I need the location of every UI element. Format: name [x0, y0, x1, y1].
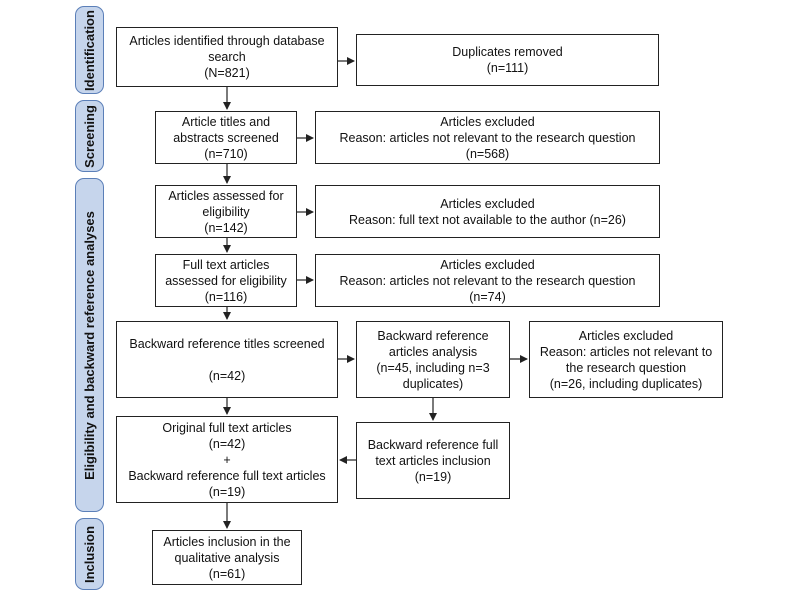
box-excluded-fulltext-line2: Reason: articles not relevant to the res… — [339, 273, 636, 288]
box-excluded-backward-line1: Articles excluded — [578, 328, 674, 343]
box-excluded-fulltext-na-line1: Articles excluded — [440, 196, 535, 211]
box-final: Articles inclusion in the qualitative an… — [152, 530, 302, 585]
box-final-line3: (n=61) — [208, 566, 246, 581]
box-identified-line3: (N=821) — [204, 66, 250, 80]
box-screened-line1: Article titles and — [181, 114, 271, 129]
box-combined: Original full text articles (n=42) + Bac… — [116, 416, 338, 503]
phase-inclusion: Inclusion — [75, 518, 104, 590]
box-backward-analysis-line1: Backward reference — [377, 328, 489, 343]
box-screened-line3: (n=710) — [204, 146, 248, 161]
box-backward-inclusion-line3: (n=19) — [414, 469, 452, 484]
box-fulltext-assessed-line2: assessed for eligibility — [165, 273, 287, 288]
box-screened-line2: abstracts screened — [173, 130, 279, 145]
box-backward-analysis-line2: articles analysis — [388, 344, 478, 359]
box-assessed-line3: (n=142) — [204, 220, 248, 235]
phase-identification: Identification — [75, 6, 104, 94]
box-backward-analysis-line4: duplicates) — [402, 376, 464, 391]
phase-screening: Screening — [75, 100, 104, 172]
box-combined-line2: (n=42) — [208, 436, 246, 451]
box-backward-inclusion-line2: text articles inclusion — [375, 453, 491, 468]
box-excluded-screening-line3: (n=568) — [465, 146, 510, 161]
box-fulltext-assessed-line1: Full text articles — [182, 257, 270, 272]
box-assessed-line1: Articles assessed for — [168, 188, 284, 203]
box-assessed: Articles assessed for eligibility (n=142… — [155, 185, 297, 238]
box-excluded-fulltext-line1: Articles excluded — [440, 257, 535, 272]
box-identified: Articles identified through database sea… — [116, 27, 338, 87]
box-backward-analysis: Backward reference articles analysis (n=… — [356, 321, 510, 398]
box-final-line1: Articles inclusion in the — [163, 534, 291, 549]
box-backward-titles: Backward reference titles screened (n=42… — [116, 321, 338, 398]
box-excluded-backward-line3: the research question — [565, 360, 687, 375]
box-assessed-line2: eligibility — [202, 204, 250, 219]
box-combined-line1: Original full text articles — [162, 420, 292, 435]
box-backward-inclusion: Backward reference full text articles in… — [356, 422, 510, 499]
box-excluded-screening-line1: Articles excluded — [440, 114, 535, 129]
box-excluded-fulltext-na-line2: Reason: full text not available to the a… — [349, 212, 626, 227]
box-excluded-fulltext-line3: (n=74) — [469, 289, 506, 304]
box-excluded-screening-line2: Reason: articles not relevant to the res… — [339, 130, 636, 145]
box-backward-analysis-line3: (n=45, including n=3 — [376, 360, 490, 375]
box-backward-titles-line1: Backward reference titles screened — [129, 336, 325, 351]
box-excluded-fulltext: Articles excluded Reason: articles not r… — [315, 254, 660, 307]
box-duplicates-line1: Duplicates removed — [452, 45, 563, 59]
box-identified-line2: search — [208, 50, 246, 64]
box-screened: Article titles and abstracts screened (n… — [155, 111, 297, 164]
box-combined-line4: Backward reference full text articles — [128, 468, 326, 483]
box-excluded-backward: Articles excluded Reason: articles not r… — [529, 321, 723, 398]
box-excluded-backward-line4: (n=26, including duplicates) — [549, 376, 703, 391]
box-final-line2: qualitative analysis — [174, 550, 280, 565]
box-excluded-fulltext-na: Articles excluded Reason: full text not … — [315, 185, 660, 238]
box-backward-inclusion-line1: Backward reference full — [367, 437, 499, 452]
box-combined-line5: (n=19) — [208, 484, 246, 499]
box-fulltext-assessed-line3: (n=116) — [204, 289, 248, 304]
box-excluded-backward-line2: Reason: articles not relevant to — [539, 344, 713, 359]
phase-eligibility: Eligibility and backward reference analy… — [75, 178, 104, 512]
box-combined-line3: + — [223, 452, 231, 467]
box-duplicates-line2: (n=111) — [486, 61, 529, 75]
box-excluded-screening: Articles excluded Reason: articles not r… — [315, 111, 660, 164]
box-identified-line1: Articles identified through database — [129, 34, 325, 48]
box-backward-titles-line3: (n=42) — [208, 368, 246, 383]
box-fulltext-assessed: Full text articles assessed for eligibil… — [155, 254, 297, 307]
box-duplicates: Duplicates removed (n=111) — [356, 34, 659, 86]
